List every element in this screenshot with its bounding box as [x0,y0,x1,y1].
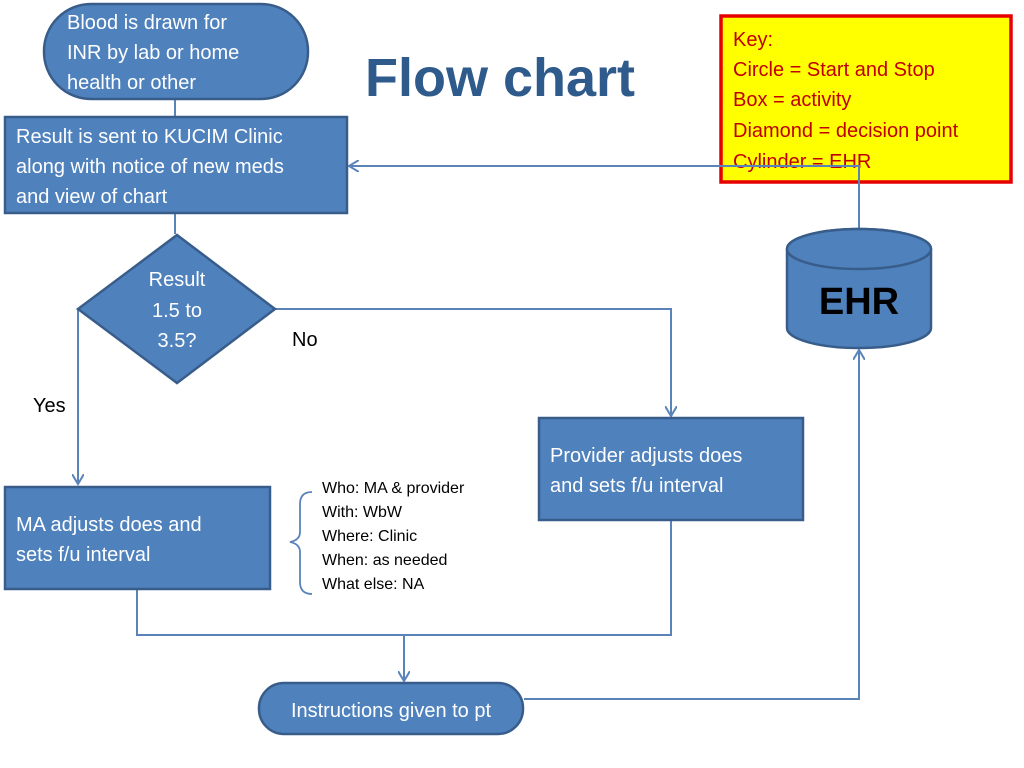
key-line-diamond: Diamond = decision point [733,120,959,142]
start-node: Blood is drawn for INR by lab or home he… [42,2,310,101]
key-box [719,14,1013,184]
key-line-box: Box = activity [733,89,851,111]
provider-adjusts-shape [537,416,805,522]
ma-adjusts-shape [3,485,272,591]
key-line-circle: Circle = Start and Stop [733,59,935,81]
key-line-title: Key: [733,29,773,51]
edge-ma-to-instructions [136,590,404,681]
note-line-where: Where: Clinic [322,528,417,545]
edge-ehr-to-result [349,166,860,228]
instructions-node: Instructions given to pt [257,681,525,736]
key-line-cylinder: Cylinder = EHR [733,151,871,173]
edge-provider-to-instructions [404,521,672,636]
result-sent-node: Result is sent to KUCIM Clinic along wit… [3,115,349,215]
decision-line-3: 3.5? [158,330,197,352]
start-line-3: health or other [67,72,196,94]
provider-adjusts-line-2: and sets f/u interval [550,475,723,497]
ehr-node: EHR [785,227,933,350]
provider-adjusts-node: Provider adjusts does and sets f/u inter… [537,416,805,522]
provider-adjusts-line-1: Provider adjusts does [550,445,742,467]
decision-line-2: 1.5 to [152,300,202,322]
ehr-label: EHR [819,281,899,323]
ma-adjusts-line-1: MA adjusts does and [16,514,202,536]
edge-label-yes: Yes [33,395,66,417]
key-legend: Key: Circle = Start and Stop Box = activ… [719,14,1013,184]
edges [78,100,860,700]
result-sent-line-2: along with notice of new meds [16,156,284,178]
note-line-who: Who: MA & provider [322,480,465,497]
decision-shape [75,233,278,385]
page-title: Flow chart [365,48,635,108]
result-sent-line-1: Result is sent to KUCIM Clinic [16,126,283,148]
start-line-2: INR by lab or home [67,42,239,64]
decision-line-1: Result [149,269,206,291]
start-line-1: Blood is drawn for [67,12,227,34]
instructions-shape [257,681,525,736]
ma-adjusts-line-2: sets f/u interval [16,544,151,566]
note-line-with: With: WbW [322,504,403,521]
instructions-label: Instructions given to pt [291,700,492,722]
decision-node: Result 1.5 to 3.5? [75,233,278,385]
edge-label-no: No [292,329,318,351]
note-bracket [289,491,313,595]
ehr-cylinder-top [785,227,933,271]
result-sent-shape [3,115,349,215]
note-line-when: When: as needed [322,552,447,569]
edge-decision-no [275,308,671,416]
note-line-what-else: What else: NA [322,576,425,593]
result-sent-line-3: and view of chart [16,186,168,208]
edge-instructions-to-ehr [524,350,859,700]
start-shape [42,2,310,101]
ma-adjusts-node: MA adjusts does and sets f/u interval [3,485,272,591]
who-what-note: Who: MA & provider With: WbW Where: Clin… [289,480,465,595]
